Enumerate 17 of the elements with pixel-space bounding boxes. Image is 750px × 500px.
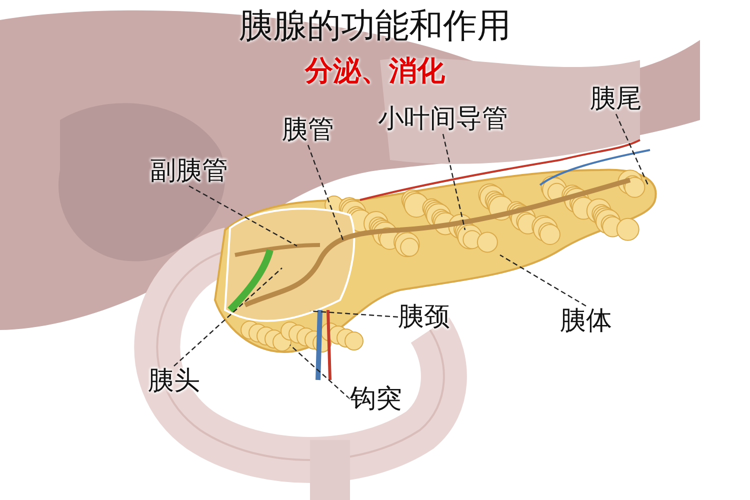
leader-line (615, 114, 649, 186)
part-label: 小叶间导管 (378, 104, 508, 134)
title: 胰腺的功能和作用 (238, 6, 512, 46)
part-label: 钩突 (350, 384, 402, 414)
leader-line (500, 254, 586, 307)
part-label: 胰管 (282, 115, 334, 145)
part-label: 胰体 (560, 306, 612, 336)
leader-line (290, 344, 350, 400)
leader-line (442, 134, 466, 230)
leader-line (174, 268, 282, 366)
leader-line (307, 144, 344, 240)
leader-line (188, 185, 298, 247)
subtitle: 分泌、消化 (304, 54, 446, 88)
part-label: 副胰管 (150, 156, 228, 186)
part-label: 胰头 (148, 366, 200, 396)
part-label: 胰颈 (398, 302, 450, 332)
part-label: 胰尾 (590, 84, 642, 114)
